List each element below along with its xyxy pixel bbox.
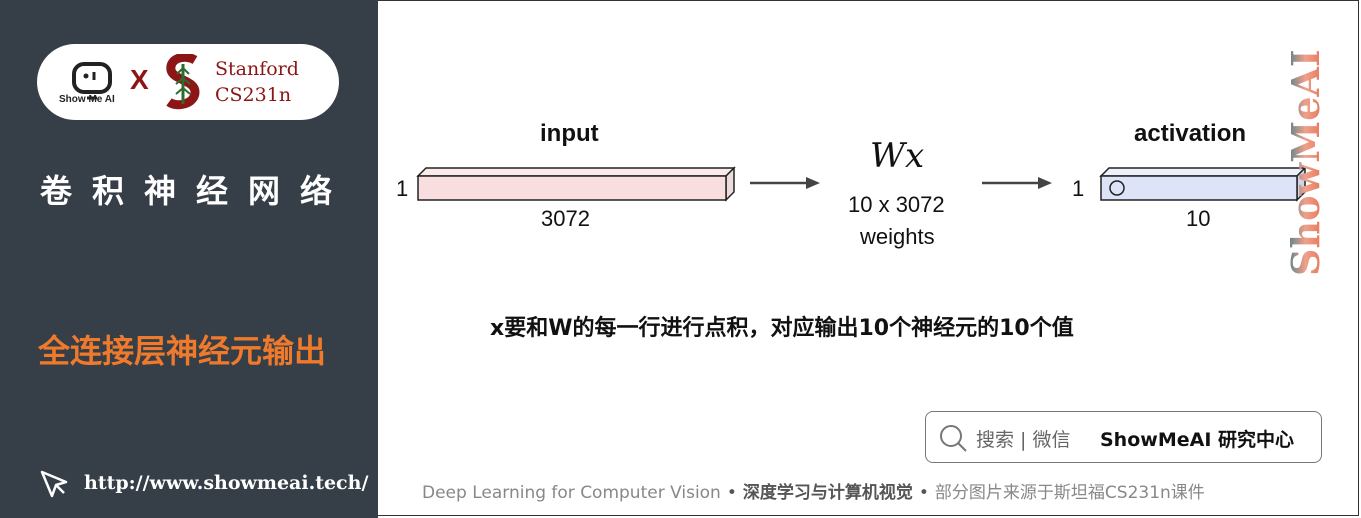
diagram-area: input 1 3072 Wx 10 x 3072 weights activa… (380, 0, 1360, 518)
search-brand: ShowMeAI 研究中心 (1100, 429, 1294, 451)
input-size-label: 3072 (541, 206, 590, 231)
activation-title: activation (1134, 120, 1247, 147)
input-title: input (540, 120, 599, 147)
footer-course-en: Deep Learning for Computer Vision (422, 483, 721, 503)
stanford-line2: CS231n (215, 84, 292, 106)
stanford-course-name: Stanford CS231n (215, 56, 299, 108)
search-icon (940, 425, 967, 452)
footer: Deep Learning for Computer Vision•深度学习与计… (422, 478, 1205, 503)
section-title: 全连接层神经元输出 (38, 332, 327, 370)
footer-source: 部分图片来源于斯坦福CS231n课件 (934, 483, 1205, 503)
showmeai-bot-icon (72, 62, 112, 100)
input-rows-label: 1 (396, 176, 409, 201)
activation-vector (1099, 166, 1307, 202)
stanford-logo-icon (166, 54, 200, 110)
showmeai-logo-label: Show Me AI (59, 94, 115, 105)
search-prompt: 搜索 | 微信 (976, 429, 1071, 451)
stanford-line1: Stanford (215, 58, 299, 80)
showmeai-watermark: ShowMeAI (1287, 49, 1327, 276)
wechat-search-box[interactable]: 搜索 | 微信 ShowMeAI 研究中心 (925, 411, 1322, 463)
arrow-icon (982, 177, 1052, 189)
collab-x: X (130, 64, 149, 95)
footer-course-cn: 深度学习与计算机视觉 (742, 483, 913, 503)
footer-separator: • (918, 483, 929, 503)
course-title: 卷积神经网络 (40, 172, 353, 210)
input-vector (416, 166, 736, 202)
weight-symbol: Wx (870, 136, 925, 176)
weight-dims-label: 10 x 3072 (848, 192, 945, 217)
activation-size-label: 10 (1186, 206, 1211, 231)
diagram-caption: x要和W的每一行进行点积，对应输出10个神经元的10个值 (490, 316, 1074, 341)
activation-rows-label: 1 (1072, 176, 1085, 201)
watermark-text: ShowMeAI (1287, 49, 1327, 276)
footer-separator: • (726, 483, 737, 503)
arrow-icon (750, 177, 820, 189)
logo-badge: Show Me AI X Stanford CS231n (37, 44, 339, 120)
cursor-icon (40, 470, 68, 498)
sidebar: Show Me AI X Stanford CS231n 卷积神经网络 全连接层… (0, 0, 378, 518)
weight-word-label: weights (860, 224, 935, 249)
website-url[interactable]: http://www.showmeai.tech/ (84, 472, 369, 494)
